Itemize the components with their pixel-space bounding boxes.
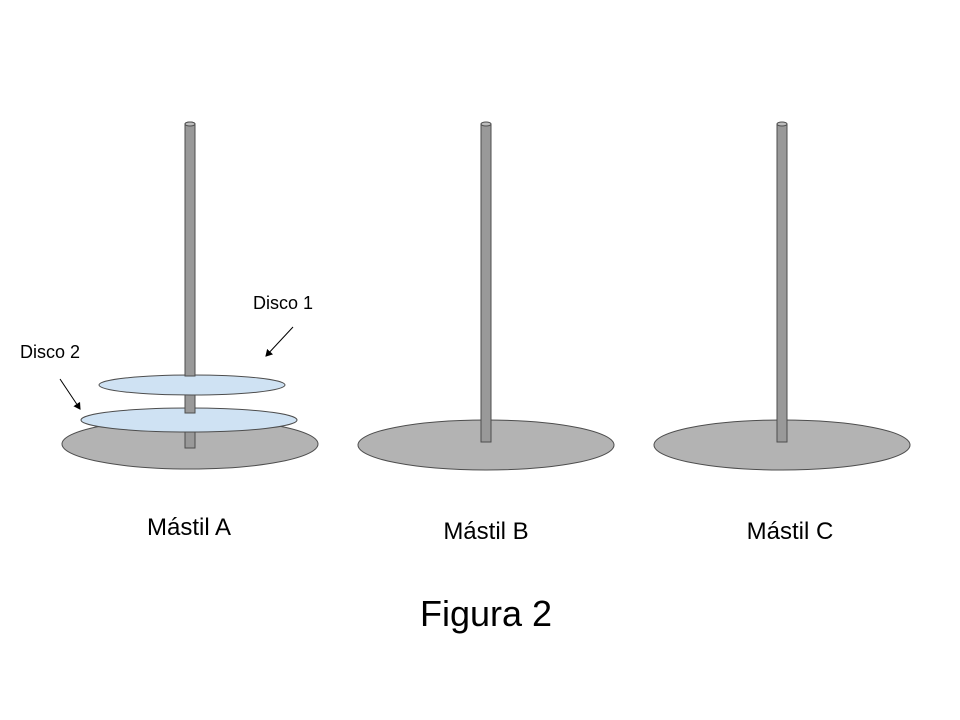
disk-1-arrow — [265, 326, 294, 357]
disk-2-label: Disco 2 — [20, 342, 80, 362]
mast-c-rod-top — [776, 121, 788, 127]
disk-1-label: Disco 1 — [253, 293, 313, 313]
mast-b-rod-top — [480, 121, 492, 127]
mast-a-label: Mástil A — [147, 514, 231, 541]
disk-1 — [98, 374, 286, 396]
mast-b — [357, 121, 615, 471]
mast-c — [653, 121, 911, 471]
mast-c-label: Mástil C — [747, 518, 834, 545]
disk-2-arrow — [59, 378, 81, 410]
mast-c-rod — [776, 123, 788, 443]
mast-b-rod — [480, 123, 492, 443]
figure-caption: Figura 2 — [420, 593, 552, 634]
mast-a-rod-upper — [184, 123, 196, 377]
mast-b-label: Mástil B — [443, 518, 528, 545]
mast-a-rod-top-cap — [184, 121, 196, 127]
mast-a-rod-segment — [184, 393, 196, 414]
